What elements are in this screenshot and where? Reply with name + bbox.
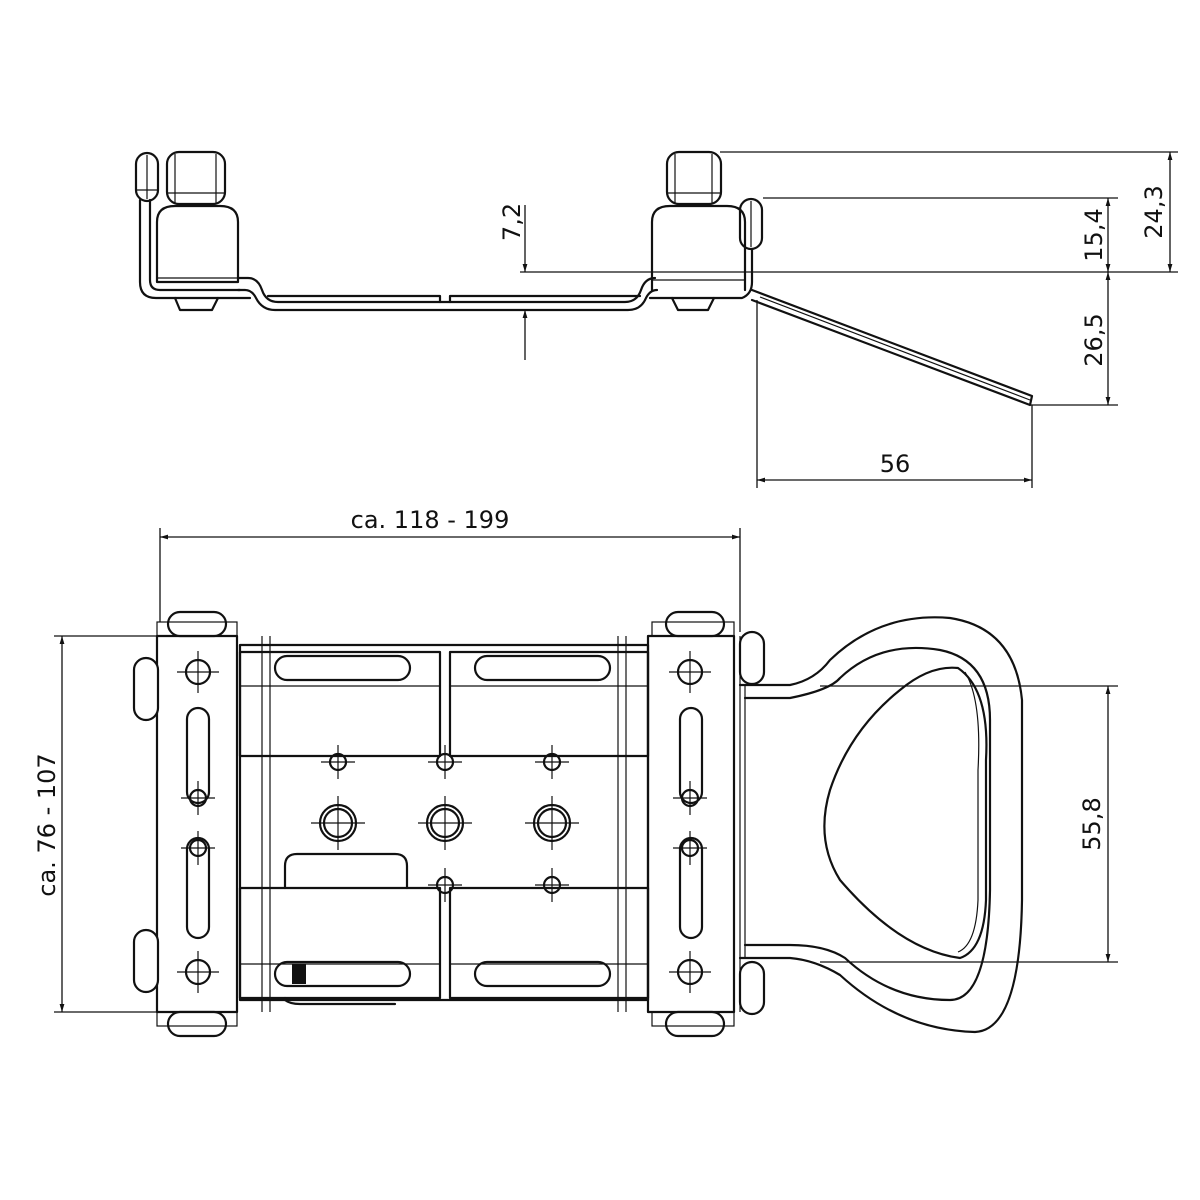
- left-small-pin: [134, 151, 160, 203]
- side-view: 7,2 15,4 24,3 26,5 56: [134, 150, 1178, 488]
- strip-top-left: [238, 650, 442, 758]
- dim-arm-length: 56: [880, 450, 911, 478]
- dim-width: ca. 118 - 199: [351, 506, 510, 534]
- top-dimensions: [54, 528, 1118, 1013]
- right-bar: [646, 634, 736, 1014]
- left-bar: [155, 634, 239, 1014]
- angled-arm: [750, 288, 1034, 407]
- dim-total-height: 24,3: [1140, 185, 1168, 238]
- left-block: [155, 204, 240, 284]
- right-cap: [665, 150, 723, 206]
- center-plate: [238, 643, 650, 1002]
- slider-tab: [283, 852, 409, 890]
- left-nut: [173, 296, 220, 312]
- right-nut: [670, 296, 716, 312]
- dim-height: ca. 76 - 107: [33, 753, 61, 896]
- top-view: ca. 118 - 199 ca. 76 - 107 55,8: [33, 506, 1118, 1038]
- dim-ring-height: 55,8: [1078, 797, 1106, 850]
- strip-top-right: [448, 650, 650, 758]
- side-dimensions: [520, 151, 1178, 488]
- dim-arm-drop: 26,5: [1080, 313, 1108, 366]
- mounting-holes: [177, 651, 711, 993]
- corner-caps: [132, 610, 766, 1038]
- strip-bottom-right: [448, 886, 650, 1000]
- strip-bottom-left: [238, 886, 442, 1000]
- dim-center-height: 7,2: [498, 203, 526, 241]
- left-cap: [165, 150, 227, 206]
- d-ring-opening: [823, 666, 988, 960]
- dim-pin-height: 15,4: [1080, 208, 1108, 261]
- d-ring: [738, 616, 1024, 1034]
- label-mark: [292, 964, 306, 984]
- right-block: [650, 204, 747, 292]
